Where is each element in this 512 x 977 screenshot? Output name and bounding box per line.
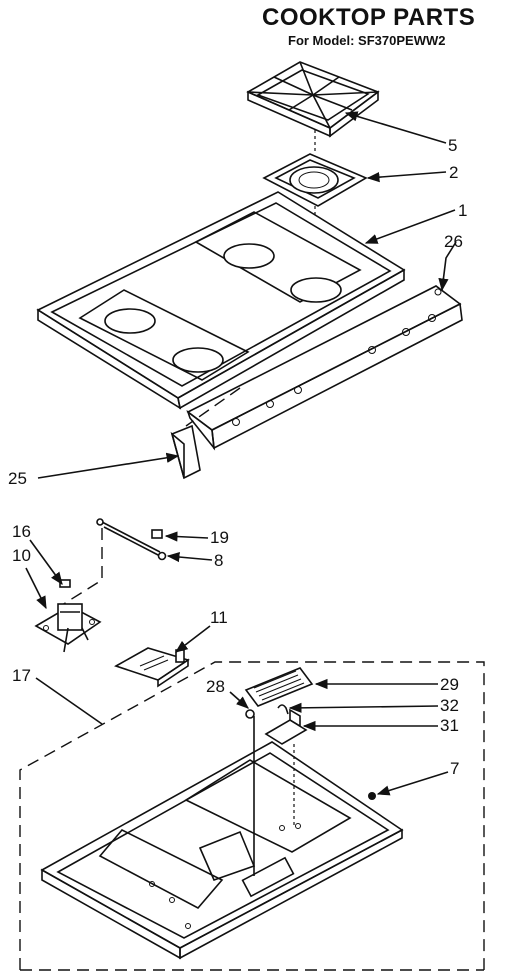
cooktop-panel (36, 191, 406, 410)
callout-25: 25 (8, 469, 27, 488)
callout-8: 8 (214, 551, 223, 570)
callout-29: 29 (440, 675, 459, 694)
callout-26: 26 (444, 232, 463, 251)
callout-28: 28 (206, 677, 225, 696)
mounting-bracket (114, 647, 190, 688)
callout-1: 1 (458, 201, 467, 220)
screw (245, 709, 255, 876)
model-subtitle: For Model: SF370PEWW2 (288, 33, 446, 48)
callout-32: 32 (440, 696, 459, 715)
end-cap (170, 424, 201, 480)
nut (368, 792, 376, 800)
callout-10: 10 (12, 546, 31, 565)
grille-bracket (264, 708, 308, 745)
callout-5: 5 (448, 136, 457, 155)
callout-2: 2 (449, 163, 458, 182)
burner-ring (262, 153, 368, 207)
vent-grille (244, 667, 314, 707)
callout-19: 19 (210, 528, 229, 547)
burner-box (40, 741, 404, 960)
callout-16: 16 (12, 522, 31, 541)
valve-assembly (34, 579, 102, 653)
manifold-panel (186, 285, 463, 451)
callout-11: 11 (210, 608, 228, 627)
clip (277, 704, 289, 715)
burner-grate (246, 61, 380, 138)
page-title: COOKTOP PARTS (262, 4, 476, 31)
callout-7: 7 (450, 759, 459, 778)
callout-31: 31 (440, 716, 459, 735)
igniter-wire (96, 518, 167, 561)
callout-17: 17 (12, 666, 31, 685)
